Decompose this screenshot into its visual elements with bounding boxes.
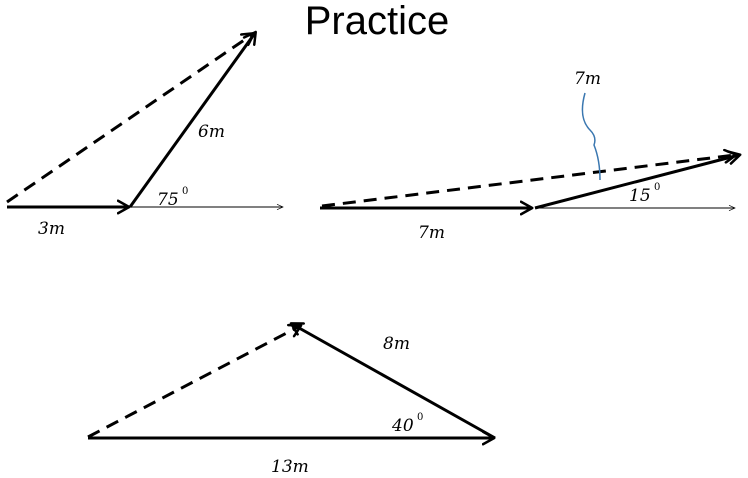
diagram-2-resultant-dashed-arrow [321,148,738,208]
diagram-3-degree-symbol: 0 [417,412,423,423]
page-title: Practice [305,0,450,43]
diagram-1-vector-a-label: 3m [38,219,65,239]
diagram-1: 3m 6m 75 0 [6,30,284,239]
diagram-1-degree-symbol: 0 [182,186,188,197]
diagram-2-resultant-label: 7m [574,69,601,89]
diagram-3-vector-b-label: 8m [383,334,410,354]
diagram-1-vector-b-arrow [128,30,257,208]
diagram-3-resultant-dashed-arrow [87,323,303,439]
diagram-1-vector-b-label: 6m [198,122,225,142]
diagram-2-vector-b-arrow [534,150,742,210]
diagram-3-vector-b-arrow [289,322,496,440]
diagram-3: 13m 8m 40 0 [87,322,496,477]
diagram-1-resultant-dashed-arrow [6,32,256,204]
diagram-2-angle-label: 15 [629,186,651,206]
diagram-2-callout-brace [581,92,601,181]
diagram-2-degree-symbol: 0 [654,182,660,193]
diagram-3-vector-a-label: 13m [271,457,309,477]
diagram-3-angle-label: 40 [391,416,414,436]
diagram-1-angle-label: 75 [157,190,179,210]
diagram-2: 7m 7m 15 0 [320,69,742,243]
diagram-2-vector-a-label: 7m [418,223,445,243]
